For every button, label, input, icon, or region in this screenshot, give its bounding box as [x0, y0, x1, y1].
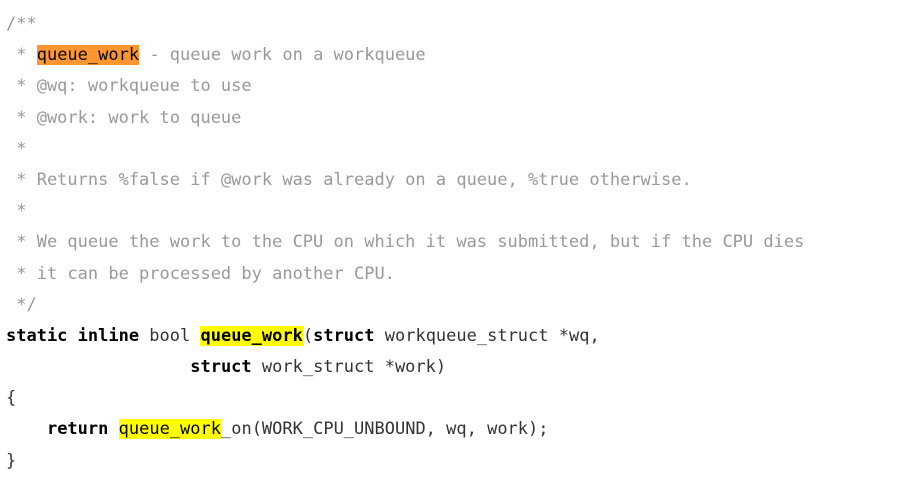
comment-text: * @work: work to queue — [6, 107, 242, 128]
code-text: bool — [139, 325, 201, 346]
code-line: { — [6, 383, 804, 414]
code-line: /** — [6, 9, 804, 40]
code-line: struct work_struct *work) — [6, 352, 804, 383]
code-line: * queue_work - queue work on a workqueue — [6, 40, 804, 71]
search-match: queue_work — [200, 325, 303, 346]
keyword: static inline — [6, 325, 140, 346]
comment-text: * it can be processed by another CPU. — [6, 263, 395, 284]
code-line: * @work: work to queue — [6, 103, 804, 134]
comment-text: * We queue the work to the CPU on which … — [6, 232, 805, 253]
code-line: static inline bool queue_work(struct wor… — [6, 321, 804, 352]
comment-text: * Returns %false if @work was already on… — [6, 169, 692, 190]
code-line: * We queue the work to the CPU on which … — [6, 227, 804, 258]
code-text: work_struct *work) — [251, 357, 447, 378]
keyword: struct — [313, 325, 375, 346]
comment-text: * — [6, 45, 37, 66]
code-line: * it can be processed by another CPU. — [6, 259, 804, 290]
comment-text: */ — [6, 294, 37, 315]
code-text: _on(WORK_CPU_UNBOUND, wq, work); — [220, 419, 549, 440]
code-line: */ — [6, 290, 804, 321]
comment-text: - queue work on a workqueue — [139, 45, 426, 66]
search-match: queue_work — [118, 419, 221, 440]
current-search-match: queue_work — [36, 45, 140, 66]
code-text: } — [6, 450, 17, 471]
comment-text: * @wq: workqueue to use — [6, 76, 252, 97]
code-text — [108, 419, 118, 439]
code-text: { — [6, 388, 17, 409]
comment-text: * — [6, 138, 27, 159]
code-line: * — [6, 134, 804, 165]
code-line: * Returns %false if @work was already on… — [6, 165, 804, 196]
keyword: struct — [190, 357, 252, 378]
code-text — [6, 357, 190, 377]
code-text: workqueue_struct *wq, — [374, 325, 600, 346]
code-line: } — [6, 446, 804, 477]
code-line: * — [6, 196, 804, 227]
code-line: return queue_work_on(WORK_CPU_UNBOUND, w… — [6, 414, 804, 445]
code-line: * @wq: workqueue to use — [6, 71, 804, 102]
keyword: return — [46, 419, 109, 440]
comment-text: * — [6, 201, 27, 222]
code-view: /** * queue_work - queue work on a workq… — [6, 9, 804, 477]
code-text — [6, 419, 47, 439]
code-text: ( — [302, 325, 314, 346]
comment-text: /** — [6, 14, 37, 34]
